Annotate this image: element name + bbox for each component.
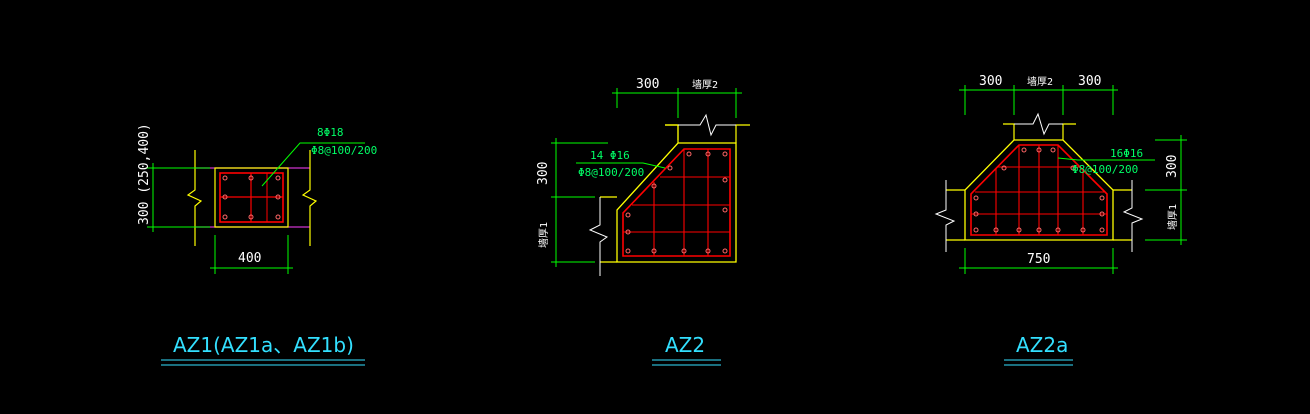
az1-rebar-group [222, 175, 281, 220]
az2a-bar [1055, 227, 1061, 233]
az2a-bar [973, 227, 979, 233]
az2a-bar [1021, 147, 1027, 153]
az2a-bar [1016, 227, 1022, 233]
az1-dim-height: 300 (250,400) [137, 123, 152, 225]
az1-detail: 8Φ18 Φ8@100/200 400 300 (250,400) AZ1(AZ… [137, 123, 377, 366]
az2a-dim-right-top: 300 [1165, 155, 1180, 178]
az2-bar [651, 248, 657, 254]
az1-rebar-main-label: 8Φ18 [317, 126, 344, 139]
az2-ties [623, 149, 730, 256]
az2a-column-outline [964, 139, 1114, 241]
az2-bar [667, 165, 673, 171]
az1-right-break-line [301, 150, 318, 246]
az2-rebar-main-label: 14 Φ16 [590, 149, 630, 162]
az2-bar [686, 151, 692, 157]
az1-bar [275, 214, 281, 220]
az2-top-break-line [678, 113, 736, 137]
az1-bar [222, 175, 228, 181]
az2a-bar [1099, 211, 1105, 217]
az2a-bar [973, 211, 979, 217]
az2-dim-top-right: 墙厚2 [692, 78, 718, 91]
az2a-rebar-leader [1057, 157, 1155, 161]
az2a-bar [1001, 165, 1007, 171]
az2a-bar [1080, 227, 1086, 233]
az2a-top-break-line [1014, 112, 1063, 136]
az2a-right-break-line [1122, 180, 1144, 252]
az2-bar [705, 248, 711, 254]
az1-bar [275, 175, 281, 181]
az1-left-break-line [186, 150, 203, 246]
az2-bar [625, 248, 631, 254]
az2a-bar [993, 227, 999, 233]
az2-left-break-line [588, 197, 609, 276]
az2-bar [705, 151, 711, 157]
az2-title: AZ2 [665, 333, 705, 357]
az2-stirrup-outline [622, 148, 731, 257]
az2a-rebar-stirrup-label: Φ8@100/200 [1072, 163, 1138, 176]
az2a-dim-right-bottom: 墙厚1 [1166, 204, 1179, 230]
az2a-bar [1099, 227, 1105, 233]
az2-rebar-stirrup-label: Φ8@100/200 [578, 166, 644, 179]
az2-detail: 14 Φ16 Φ8@100/200 300 墙厚2 300 墙厚1 AZ2 [536, 77, 750, 366]
az1-rebar-leader [261, 142, 365, 187]
az2a-bar [1099, 195, 1105, 201]
az1-bar [248, 175, 254, 181]
az1-dim-width: 400 [238, 251, 261, 266]
az2a-rebar-main-label: 16Φ16 [1110, 147, 1143, 160]
az1-title: AZ1(AZ1a、AZ1b) [173, 333, 354, 357]
az1-bar [222, 214, 228, 220]
az2a-dim-top-right: 300 [1078, 74, 1101, 89]
az2a-bar [1036, 147, 1042, 153]
az2-dim-left-top: 300 [536, 162, 551, 185]
az2-bar [681, 248, 687, 254]
az2a-ties [971, 145, 1107, 235]
az2a-bar [973, 195, 979, 201]
az1-bar [275, 194, 281, 200]
az2-dim-top-left: 300 [636, 77, 659, 92]
az2-bar [722, 207, 728, 213]
az2a-top-wall-right [1062, 123, 1076, 140]
az2a-dim-top-mid: 墙厚2 [1027, 75, 1053, 88]
az2-bar [651, 183, 657, 189]
az2-top-wall-stub [665, 124, 679, 140]
az2-bar [722, 151, 728, 157]
az2-top-wall-right [735, 124, 750, 143]
az2a-bar [1050, 147, 1056, 153]
az2-top-wall-left [665, 124, 679, 143]
az2-bar [722, 177, 728, 183]
az1-bar [248, 214, 254, 220]
az2-column-outline [616, 142, 737, 263]
az2-rebar-group [625, 151, 728, 254]
az1-column-outline [214, 167, 289, 228]
az2a-detail: 16Φ16 Φ8@100/200 300 墙厚2 300 750 300 墙厚1… [934, 74, 1187, 366]
az2a-top-wall-left [1003, 123, 1015, 140]
az2-dim-left-bottom: 墙厚1 [537, 222, 550, 248]
az2-rebar-leader [576, 162, 666, 169]
az2-bar [625, 212, 631, 218]
az2-bar [625, 229, 631, 235]
az2a-rebar-group [973, 147, 1105, 233]
az1-rebar-stirrup-label: Φ8@100/200 [311, 144, 377, 157]
az2a-bar [1070, 165, 1076, 171]
az2a-bar [1036, 227, 1042, 233]
az2a-title: AZ2a [1016, 333, 1068, 357]
az2a-dim-top-left: 300 [979, 74, 1002, 89]
az2-bar [722, 248, 728, 254]
az2a-left-break-line [934, 180, 956, 252]
az1-bar [222, 194, 228, 200]
az2a-dim-bottom: 750 [1027, 252, 1050, 267]
